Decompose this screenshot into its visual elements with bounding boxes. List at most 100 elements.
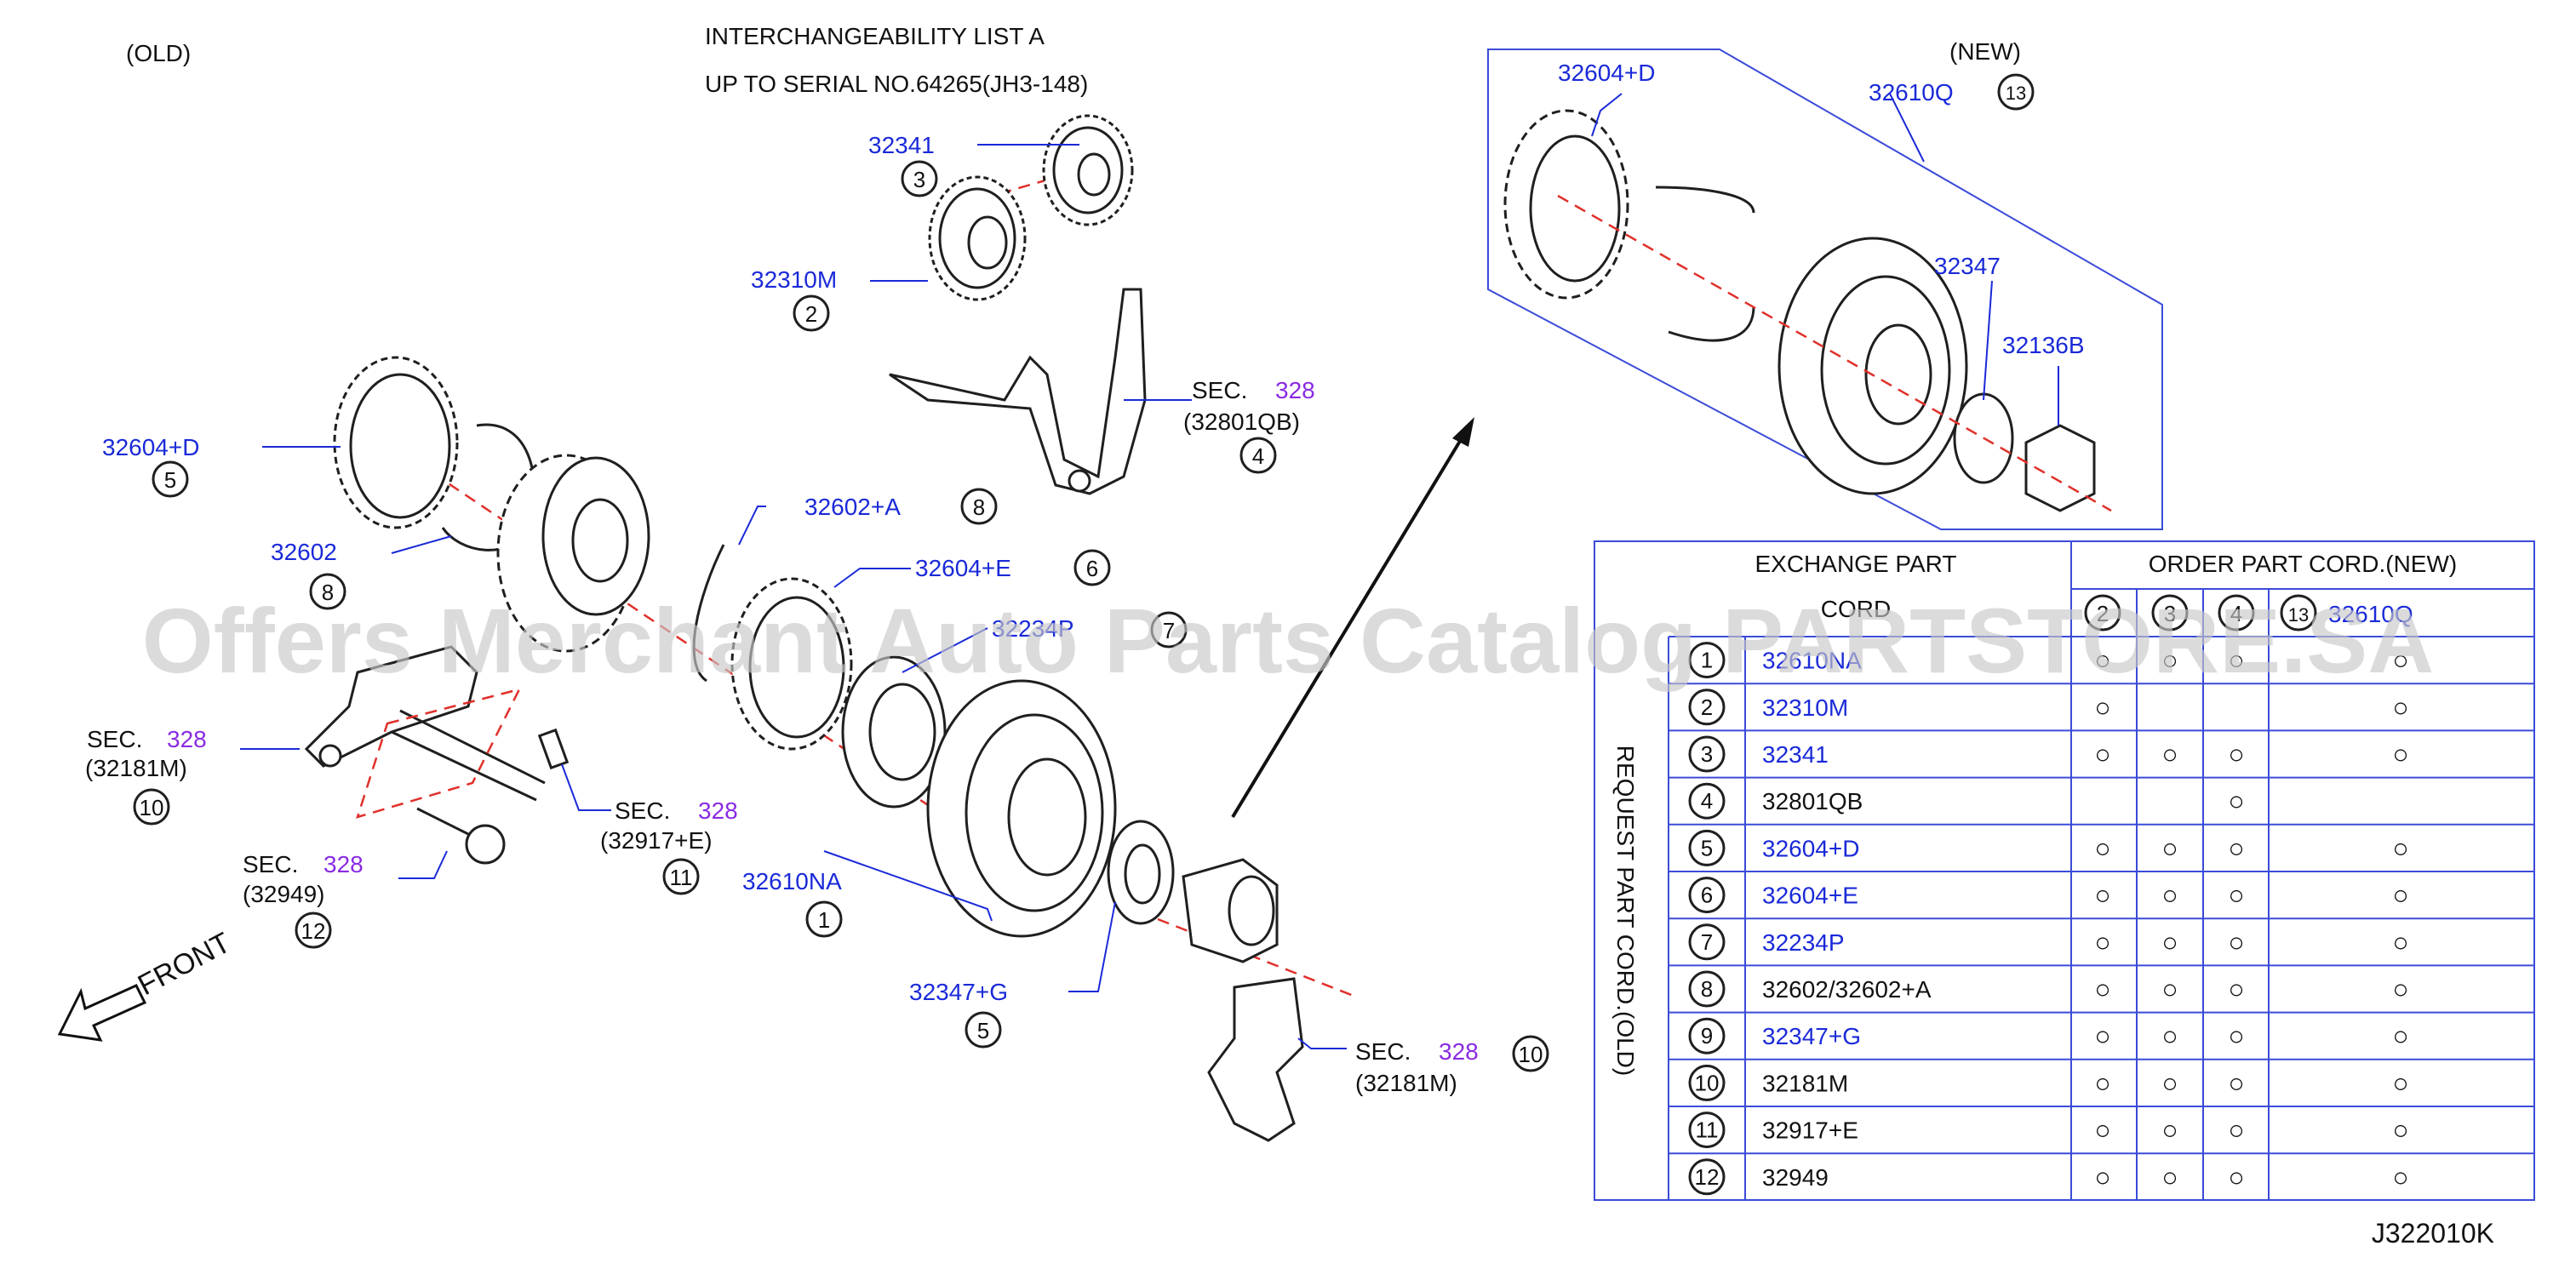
- table-row-mark: ○: [2094, 692, 2110, 723]
- table-row-mark: ○: [2094, 974, 2110, 1004]
- callout-num-13: 13: [2006, 83, 2026, 104]
- callout-32341: 32341: [868, 132, 935, 158]
- callout-32604d: 32604+D: [102, 434, 199, 460]
- table-col-head: 13: [2288, 604, 2309, 626]
- table-order-title: ORDER PART CORD.(NEW): [2149, 551, 2457, 577]
- table-row-mark: ○: [2094, 880, 2110, 911]
- callout-sec-num-11: 328: [698, 797, 738, 824]
- table-row-mark: ○: [2228, 786, 2244, 816]
- table-row-part-number: 32234P: [1762, 929, 1845, 956]
- callout-new-32136b: 32136B: [2002, 332, 2085, 358]
- table-row-mark: ○: [2161, 739, 2178, 769]
- table-row-mark: ○: [2161, 1115, 2178, 1146]
- table-row-mark: ○: [2161, 1067, 2178, 1098]
- callout-num-4: 4: [1252, 443, 1264, 469]
- callout-32604e: 32604+E: [915, 555, 1011, 581]
- table-row-num: 12: [1695, 1164, 1720, 1190]
- title-line2: UP TO SERIAL NO.64265(JH3-148): [705, 71, 1088, 97]
- table-row-mark: ○: [2161, 1162, 2178, 1192]
- callout-sec-11: SEC.: [615, 797, 670, 824]
- table-col-head: 3: [2164, 601, 2176, 626]
- table-row-mark: ○: [2161, 974, 2178, 1004]
- table-row-part-number: 32604+D: [1762, 835, 1859, 861]
- table-row-mark: ○: [2228, 1115, 2244, 1146]
- table-row-mark: ○: [2392, 927, 2408, 957]
- table-row-mark: ○: [2392, 880, 2408, 911]
- table-row-mark: ○: [2228, 1162, 2244, 1192]
- table-row-mark: ○: [2161, 1020, 2178, 1051]
- shift-fork-drawing: [889, 288, 1147, 495]
- callout-num-8b: 8: [973, 494, 985, 520]
- callout-num-12: 12: [301, 918, 326, 944]
- callout-32602a: 32602+A: [804, 494, 901, 520]
- old-label: (OLD): [126, 40, 191, 66]
- diagram-code: J322010K: [2372, 1218, 2494, 1249]
- nut-drawing: [1182, 858, 1279, 963]
- table-row-mark: ○: [2392, 692, 2408, 723]
- lever-left-drawing: [304, 645, 546, 802]
- table-cord-label: CORD: [1821, 596, 1891, 622]
- table-col-head: 4: [2230, 601, 2242, 626]
- table-row-mark: ○: [2228, 645, 2244, 676]
- bolt-drawing: [416, 807, 506, 865]
- callout-num-10: 10: [140, 795, 164, 820]
- callout-32602: 32602: [271, 539, 337, 565]
- callout-new-32610q: 32610Q: [1869, 79, 1954, 106]
- table-row-part-number: 32181M: [1762, 1070, 1848, 1096]
- table-row-num: 10: [1695, 1070, 1720, 1095]
- title-line1: INTERCHANGEABILITY LIST A: [705, 23, 1045, 49]
- table-row-part-number: 32341: [1762, 741, 1829, 768]
- table-row-part-number: 32604+E: [1762, 883, 1858, 909]
- callout-num-2: 2: [805, 301, 817, 327]
- callout-sec-num-10: 328: [167, 726, 207, 752]
- watermark-text: Offers Merchant Auto Parts Catalog PARTS…: [142, 589, 2434, 692]
- front-arrow-icon: [57, 984, 147, 1042]
- table-row-part-number: 32310M: [1762, 694, 1848, 721]
- table-row-mark: ○: [2094, 645, 2110, 676]
- callout-num-6: 6: [1086, 556, 1098, 581]
- callout-sec-num-4: 328: [1275, 377, 1315, 403]
- table-row-mark: ○: [2228, 880, 2244, 911]
- callout-num-1: 1: [818, 907, 830, 933]
- table-row-num: 11: [1696, 1117, 1719, 1143]
- callout-32801qb: (32801QB): [1183, 409, 1300, 435]
- hub-32610na-drawing: [926, 679, 1117, 938]
- callout-num-5: 5: [164, 467, 176, 493]
- coupling-sleeve-drawing: [496, 454, 650, 653]
- table-row-mark: ○: [2392, 1067, 2408, 1098]
- table-row-num: 6: [1701, 883, 1713, 908]
- table-row-mark: ○: [2094, 1067, 2110, 1098]
- table-row-num: 5: [1701, 835, 1713, 860]
- callout-32310m: 32310M: [751, 266, 837, 293]
- callout-32949: (32949): [243, 881, 325, 907]
- table-row-num: 8: [1701, 976, 1713, 1002]
- table-row-num: 9: [1701, 1023, 1713, 1049]
- table-row-mark: ○: [2228, 1067, 2244, 1098]
- table-row-mark: ○: [2161, 832, 2178, 863]
- gear-32341-drawing: [1042, 114, 1134, 226]
- table-row-mark: ○: [2392, 974, 2408, 1004]
- callout-sec-10b: SEC.: [1355, 1038, 1411, 1065]
- callout-num-3: 3: [913, 167, 925, 192]
- callout-num-7: 7: [1163, 618, 1175, 643]
- table-row-part-number: 32610NA: [1762, 648, 1862, 674]
- new-assembly-drawing: [1503, 109, 2112, 512]
- callout-num-9: 5: [977, 1018, 989, 1043]
- callout-sec-num-12: 328: [323, 851, 364, 877]
- callout-sec-10: SEC.: [87, 726, 142, 752]
- table-row-mark: ○: [2392, 1162, 2408, 1192]
- callout-num-11: 11: [670, 865, 693, 890]
- table-side-label: REQUEST PART CORD.(OLD): [1612, 746, 1639, 1076]
- callout-32610na: 32610NA: [742, 868, 842, 894]
- callout-sec-num-10b: 328: [1439, 1038, 1479, 1065]
- table-row-mark: ○: [2094, 1115, 2110, 1146]
- table-row-mark: ○: [2094, 927, 2110, 957]
- new-assembly-frame: [1487, 49, 2163, 530]
- table-row-mark: ○: [2228, 1020, 2244, 1051]
- table-row-mark: ○: [2094, 1020, 2110, 1051]
- callout-32917e: (32917+E): [600, 827, 713, 854]
- sync-ring-32604e-drawing: [730, 577, 853, 751]
- callout-new-32347: 32347: [1934, 253, 2001, 279]
